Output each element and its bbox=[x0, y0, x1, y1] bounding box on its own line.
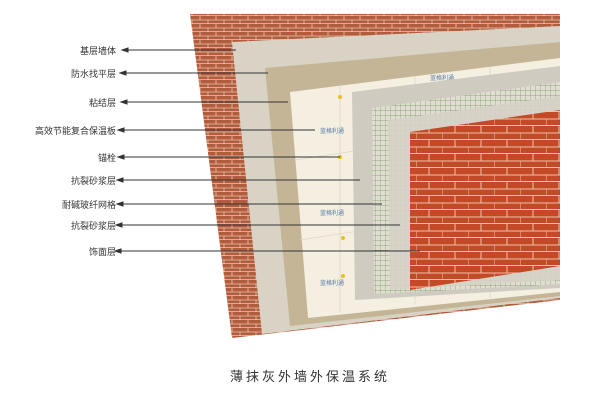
label-anchor: 锚栓 bbox=[97, 154, 116, 164]
caption: 薄抹灰外墙外保温系统 bbox=[229, 370, 390, 385]
label-mortar-1: 抗裂砂浆层 bbox=[70, 177, 116, 187]
label-insulation-board: 高效节能复合保温板 bbox=[34, 127, 116, 137]
board-mark: 蓝格利通 bbox=[320, 279, 344, 287]
anchor-icons bbox=[338, 95, 345, 278]
board-mark: 蓝格利通 bbox=[430, 74, 454, 82]
board-mark: 蓝格利通 bbox=[320, 209, 344, 217]
label-adhesive: 粘结层 bbox=[88, 99, 116, 109]
label-leveling: 防水找平层 bbox=[70, 70, 116, 80]
label-facing: 饰面层 bbox=[88, 248, 116, 258]
board-mark: 蓝格利通 bbox=[320, 127, 344, 135]
arrows bbox=[113, 47, 420, 254]
label-mortar-2: 抗裂砂浆层 bbox=[70, 222, 116, 232]
label-base-wall: 基层墙体 bbox=[79, 47, 116, 57]
label-mesh: 耐碱玻纤网格 bbox=[61, 201, 116, 211]
facing-tile-layer bbox=[410, 110, 560, 290]
